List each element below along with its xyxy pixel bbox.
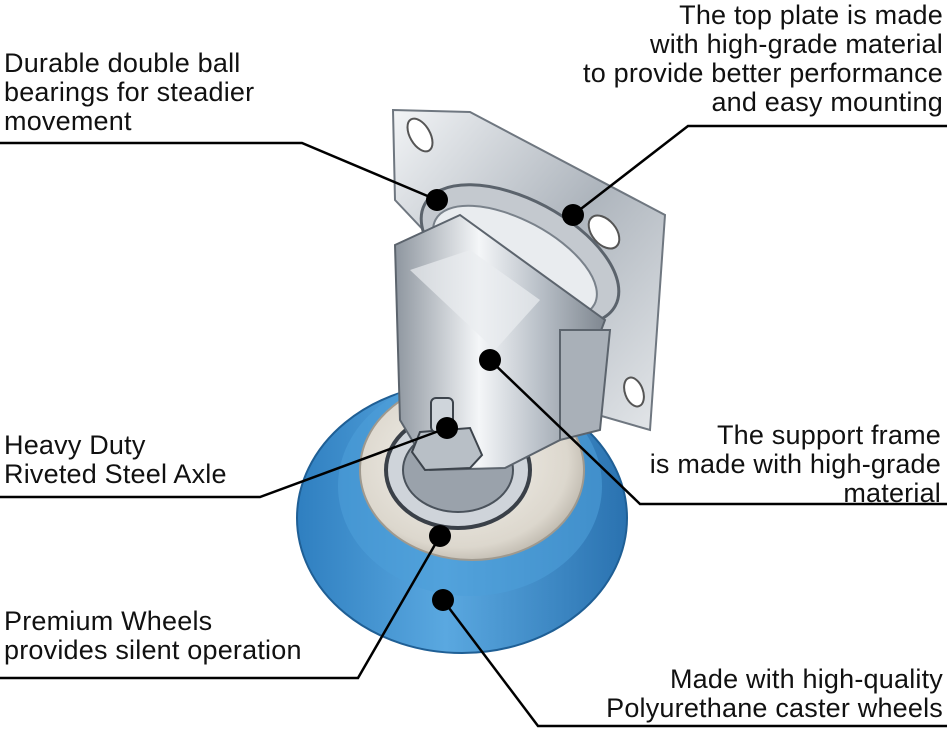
callout-dot-wheels [429, 525, 451, 547]
bearings-line: Durable double ball [4, 48, 241, 78]
callout-dot-bearings [426, 189, 448, 211]
bearings-callout-text: Durable double ball bearings for steadie… [4, 49, 254, 136]
wheels-line: Premium Wheels [4, 606, 213, 636]
top-plate-line: to provide better performance [583, 58, 943, 88]
callout-lines [0, 124, 947, 728]
top-plate-line: and easy mounting [711, 87, 943, 117]
support-frame-line: The support frame [716, 420, 941, 450]
polyurethane-callout-text: Made with high-quality Polyurethane cast… [606, 665, 943, 723]
support-frame-line: material [843, 478, 941, 508]
callout-line-plate [572, 124, 947, 216]
polyurethane-line: Made with high-quality [669, 664, 943, 694]
axle-line: Riveted Steel Axle [4, 459, 227, 489]
callout-dot-plate [562, 204, 584, 226]
callout-dot-frame [479, 349, 501, 371]
callout-dot-axle [436, 417, 458, 439]
bearings-line: bearings for steadier [4, 77, 255, 107]
callout-dots [426, 189, 584, 611]
callout-line-wheels [0, 535, 442, 680]
top-plate-line: The top plate is made [679, 0, 943, 30]
callout-line-bearings [0, 141, 438, 202]
wheels-callout-text: Premium Wheels provides silent operation [4, 607, 302, 665]
bearings-line: movement [4, 106, 132, 136]
axle-nut [410, 397, 484, 472]
callout-dot-poly [432, 589, 454, 611]
polyurethane-line: Polyurethane caster wheels [606, 693, 943, 723]
callout-line-axle [0, 426, 448, 499]
support-frame-callout-text: The support frame is made with high-grad… [650, 421, 941, 508]
wheels-line: provides silent operation [4, 635, 302, 665]
axle-callout-text: Heavy Duty Riveted Steel Axle [4, 431, 227, 489]
callout-line-frame [489, 359, 947, 506]
axle-line: Heavy Duty [4, 430, 146, 460]
top-plate-line: with high-grade material [650, 29, 943, 59]
top-plate-callout-text: The top plate is made with high-grade ma… [583, 1, 943, 117]
callout-line-poly [442, 599, 947, 728]
support-frame-line: is made with high-grade [649, 449, 941, 479]
